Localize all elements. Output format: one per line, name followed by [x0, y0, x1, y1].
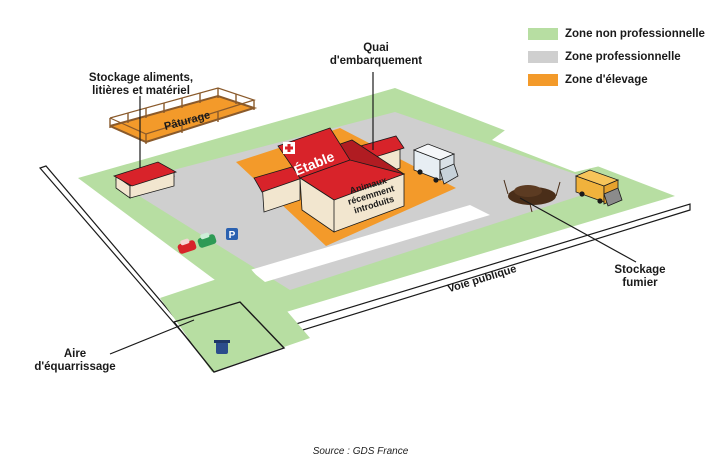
legend-swatch-grey: [528, 50, 558, 63]
inner-path: [250, 205, 490, 282]
leader-lines: [109, 72, 637, 355]
car-red: [177, 238, 197, 254]
legend-item: Zone non professionnelle: [528, 22, 705, 45]
legend: Zone non professionnelle Zone profession…: [528, 22, 705, 91]
legend-item: Zone d'élevage: [528, 68, 705, 91]
zone-equarrissage-green: [160, 268, 310, 372]
car-green: [197, 232, 217, 248]
legend-swatch-green: [528, 27, 558, 40]
aire-equarrissage-label: Aire d'équarrissage: [34, 348, 116, 373]
quai-label: Quai d'embarquement: [329, 42, 423, 67]
loading-truck: [412, 143, 459, 185]
parking-icon: [226, 228, 238, 240]
stockage-fumier-label: Stockage fumier: [614, 264, 666, 289]
source-caption: Source : GDS France: [312, 446, 409, 457]
legend-item: Zone professionnelle: [528, 45, 705, 68]
orange-truck: [574, 169, 623, 207]
manure-pile: [503, 179, 561, 213]
parking-label: P: [229, 230, 236, 241]
etable-building: [253, 127, 406, 233]
fumier-strip: [492, 128, 600, 172]
storage-shed: [112, 161, 178, 199]
rendering-bin: [214, 340, 230, 354]
legend-label: Zone professionnelle: [565, 50, 681, 63]
paturage-enclosure: [109, 87, 258, 144]
legend-swatch-orange: [528, 73, 558, 86]
legend-label: Zone non professionnelle: [565, 27, 705, 40]
stockage-aliments-label: Stockage aliments, litières et matériel: [88, 72, 194, 97]
zone-equarrissage-frame: [172, 301, 286, 373]
legend-label: Zone d'élevage: [565, 73, 648, 86]
